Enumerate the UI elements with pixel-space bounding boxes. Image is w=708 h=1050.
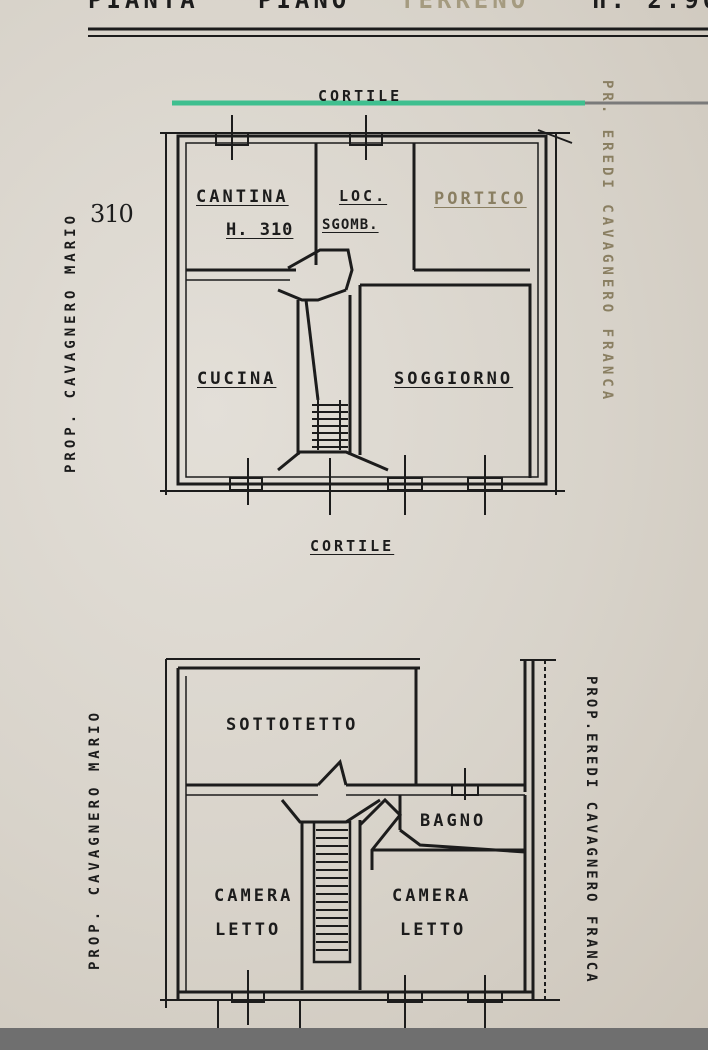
- ground-openings: [215, 115, 573, 515]
- header-title-word-2: PIANO: [258, 0, 351, 14]
- ground-stair-treads: [312, 400, 348, 450]
- neighbor-right-first: PROP.EREDI CAVAGNERO FRANCA: [583, 676, 599, 985]
- header-title-word-4: h. 2.90: [592, 0, 708, 14]
- room-label-cucina: CUCINA: [197, 369, 277, 389]
- first-floor-walls: [160, 658, 560, 1008]
- room-label-bagno: BAGNO: [420, 811, 487, 831]
- room-label-loc-2: SGOMB.: [322, 217, 379, 233]
- room-label-camera-left-1: CAMERA: [214, 886, 294, 906]
- header-title-word-1: PIANTA: [88, 0, 199, 14]
- floor-plan-drawing: [88, 27, 708, 1028]
- room-label-loc-1: LOC.: [339, 187, 388, 205]
- room-label-camera-right-1: CAMERA: [392, 886, 472, 906]
- neighbor-left-ground: PROP. CAVAGNERO MARIO: [63, 211, 79, 473]
- room-label-cantina-height: H. 310: [226, 220, 294, 240]
- bottom-band: [0, 1028, 708, 1050]
- first-stair-treads: [316, 829, 348, 951]
- room-label-portico: PORTICO: [434, 189, 527, 209]
- room-label-sottotetto: SOTTOTETTO: [226, 715, 359, 735]
- header-title-word-3: TERRENO: [400, 0, 530, 14]
- handwritten-height: 310: [90, 200, 134, 228]
- room-label-camera-right-2: LETTO: [400, 920, 467, 940]
- courtyard-top-label: CORTILE: [318, 87, 403, 105]
- room-label-cantina: CANTINA: [196, 187, 289, 207]
- neighbor-left-first: PROP. CAVAGNERO MARIO: [87, 708, 103, 970]
- plan-sheet: [0, 0, 708, 1028]
- neighbor-right-ground: PR. EREDI CAVAGNERO FRANCA: [599, 80, 615, 404]
- room-label-soggiorno: SOGGIORNO: [394, 369, 514, 389]
- first-openings: [217, 768, 503, 1028]
- room-label-camera-left-2: LETTO: [215, 920, 282, 940]
- header-underline: [88, 27, 708, 37]
- courtyard-bottom-label: CORTILE: [310, 537, 395, 555]
